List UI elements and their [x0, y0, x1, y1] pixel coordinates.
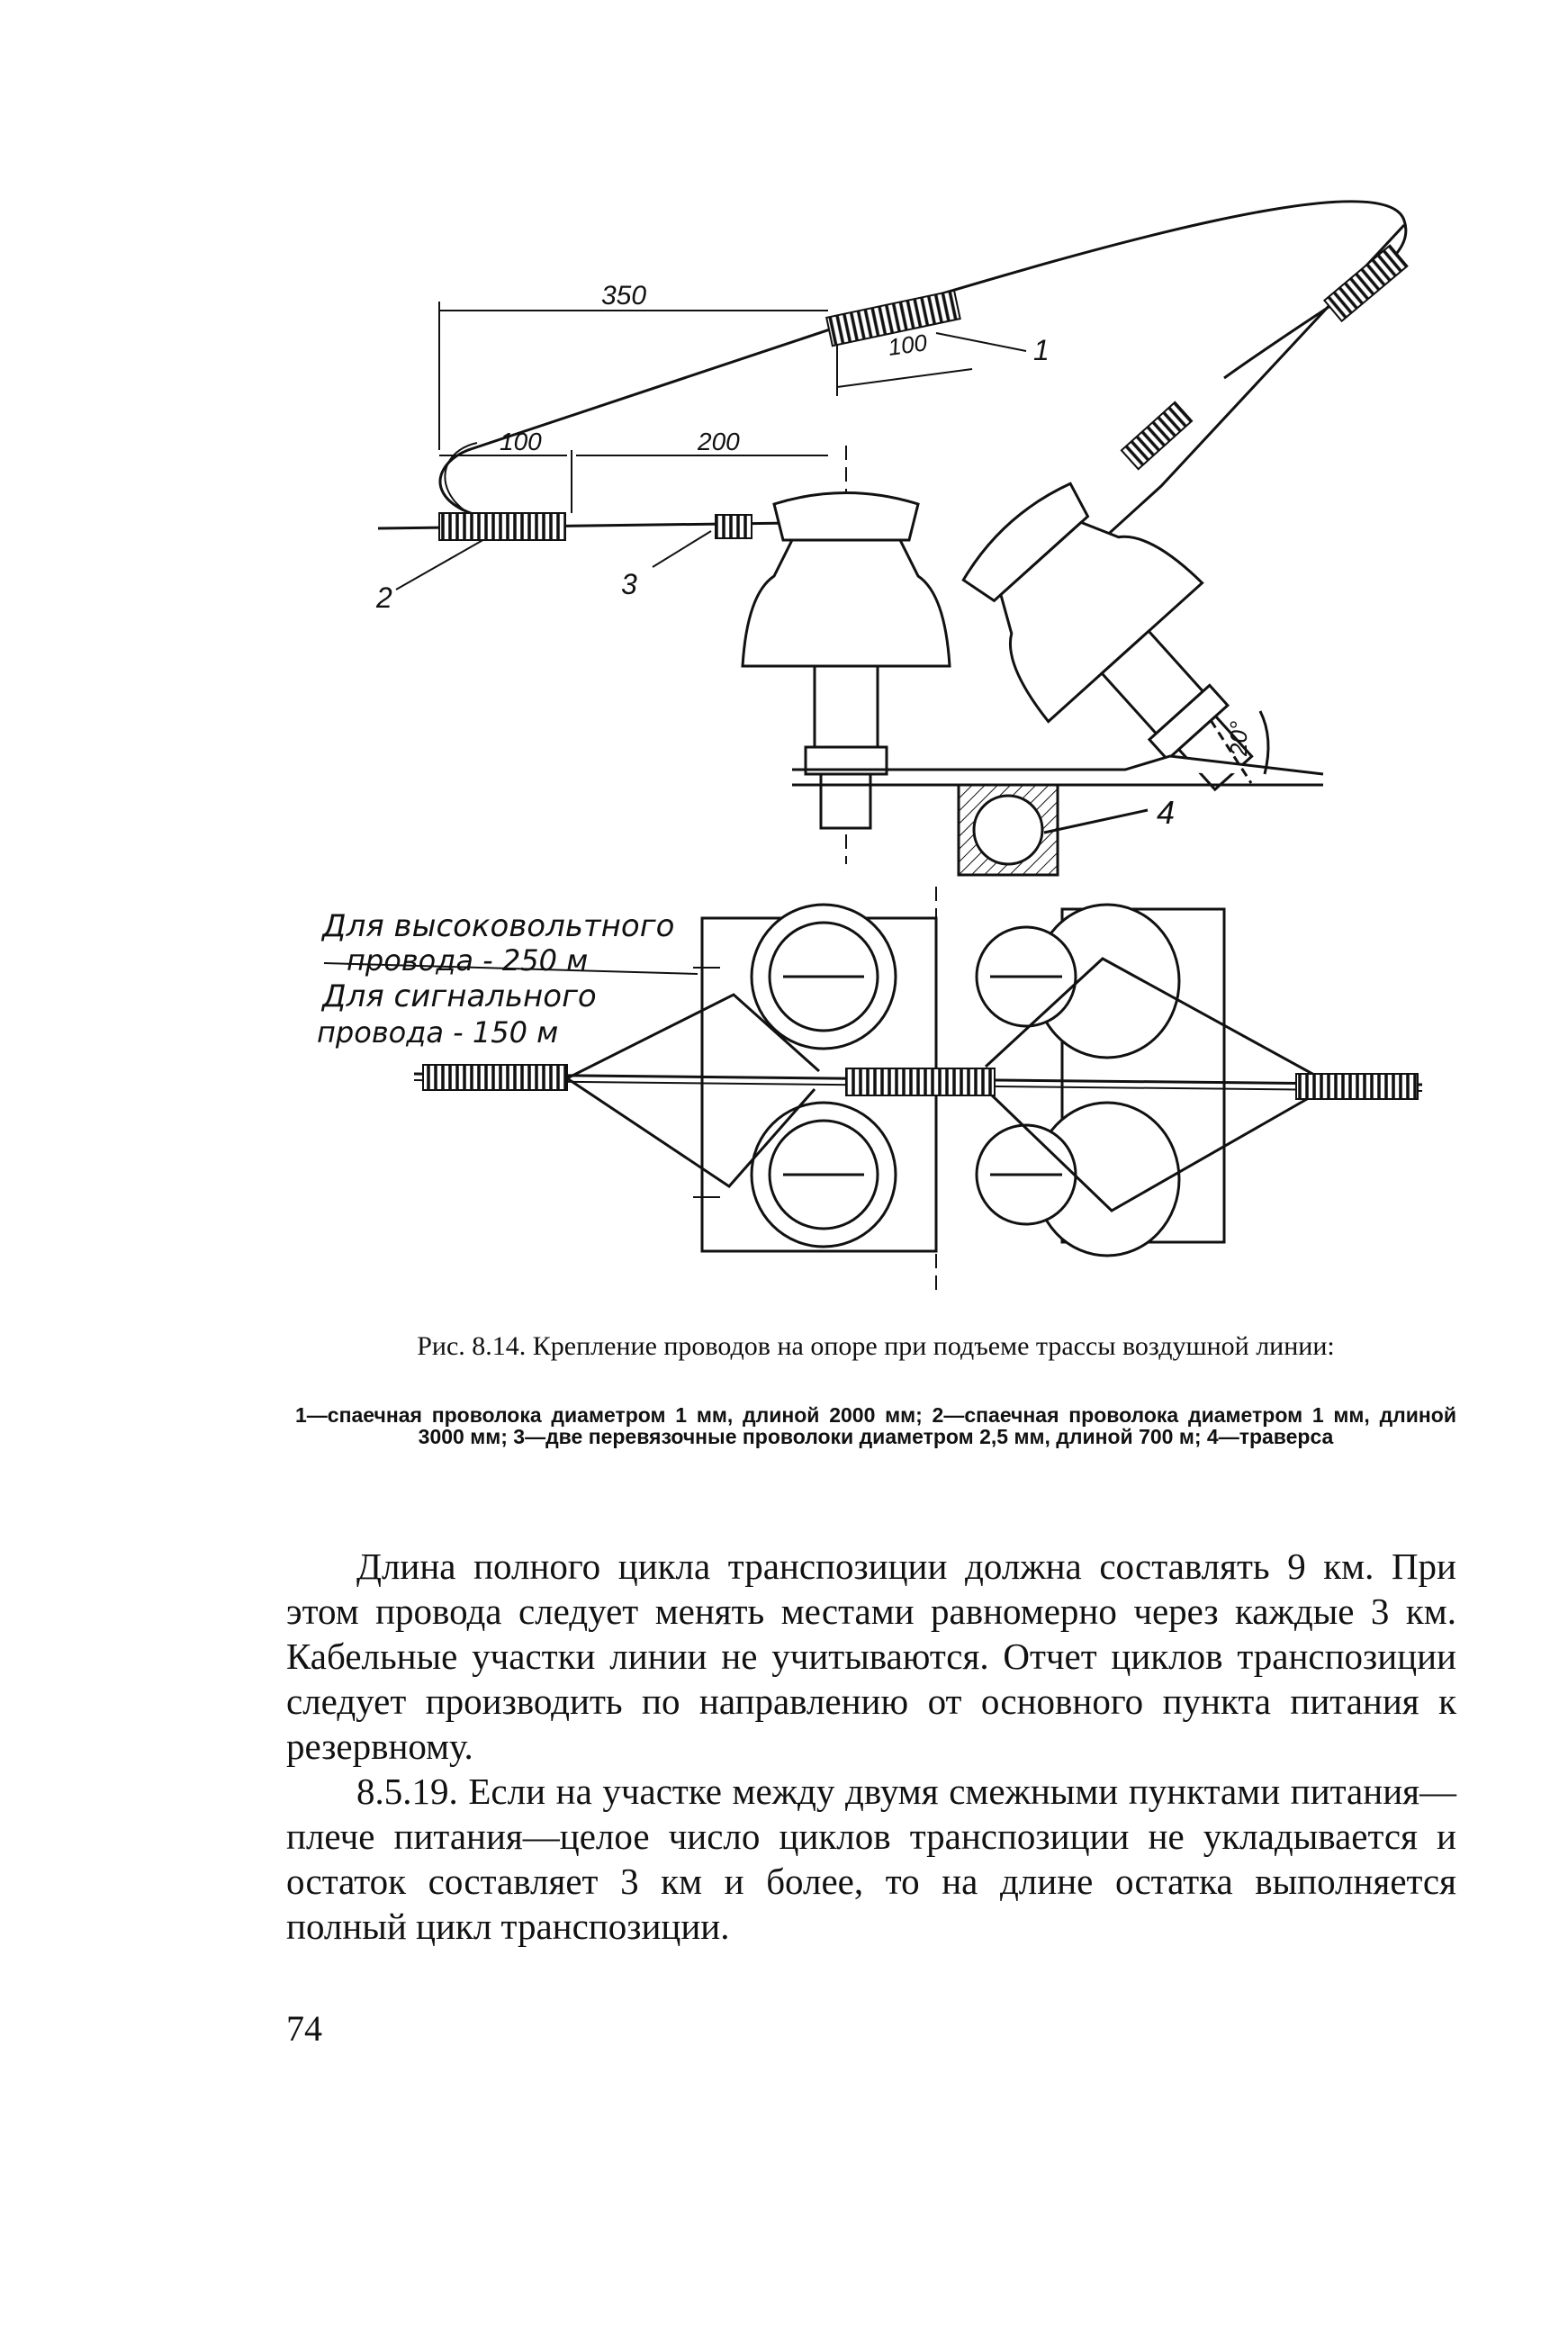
body-text: Длина полного цикла транспозиции должна … [286, 1544, 1456, 1949]
dimension-100-left: 100 [500, 428, 542, 455]
figure-caption-legend: 1—спаечная проволока диаметром 1 мм, дли… [295, 1403, 1456, 1448]
wire-fastening-figure: 350 100 100 200 20° 1 2 3 4 Для высоково… [317, 200, 1423, 1292]
note-signal-line1: Для сигнального [320, 978, 597, 1014]
solder-wire-coil-1 [825, 289, 961, 347]
crossarm [792, 710, 1324, 877]
callout-3: 3 [621, 568, 637, 600]
pin-insulator-tilted [961, 482, 1254, 792]
coil-lower-center [845, 1068, 996, 1096]
page-number: 74 [286, 2008, 322, 2049]
note-high-voltage-line1: Для высоковольтного [320, 908, 674, 944]
dimension-350: 350 [601, 281, 646, 311]
figure-caption-title: Рис. 8.14. Крепление проводов на опоре п… [417, 1331, 1335, 1361]
dimension-200: 200 [697, 428, 740, 455]
coil-lower-left [422, 1064, 568, 1091]
callout-1: 1 [1033, 334, 1050, 366]
note-high-voltage-line2: провода - 250 м [347, 943, 588, 978]
dimension-100-top: 100 [887, 329, 930, 361]
coil-right-lower [1120, 401, 1194, 471]
angle-label: 20° [1225, 721, 1252, 757]
pin-insulator-vertical [741, 491, 951, 830]
callout-4: 4 [1157, 794, 1175, 831]
paragraph-transposition-cycle: Длина полного цикла транспозиции должна … [286, 1545, 1456, 1767]
coil-lower-right [1295, 1073, 1419, 1100]
callout-2: 2 [375, 581, 392, 614]
coil-right-upper [1322, 244, 1409, 323]
paragraph-8-5-19: 8.5.19. Если на участке между двумя смеж… [286, 1771, 1456, 1947]
solder-wire-coil-2 [438, 512, 566, 541]
tie-wire-coil-3 [715, 514, 752, 539]
note-signal-line2: провода - 150 м [317, 1015, 558, 1050]
